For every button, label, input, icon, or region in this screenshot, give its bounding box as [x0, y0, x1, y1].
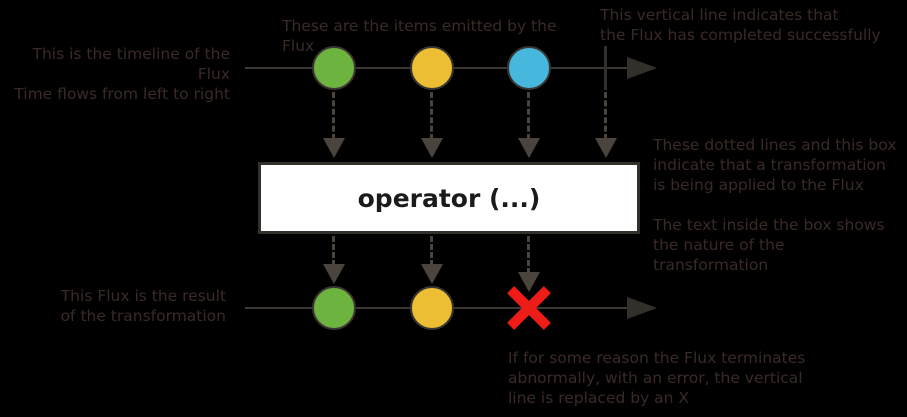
dotted-arrow-into-box-3-icon [518, 138, 540, 158]
dotted-line-into-box-completion [604, 92, 607, 140]
dotted-arrow-into-box-completion-icon [595, 138, 617, 158]
marble-yellow-result[interactable] [410, 286, 454, 330]
error-x-mark-icon[interactable] [503, 282, 555, 334]
dotted-arrow-into-box-1-icon [323, 138, 345, 158]
completion-line-marker [604, 46, 607, 90]
dotted-arrow-out-of-box-2-icon [421, 264, 443, 284]
dotted-arrow-out-of-box-3-icon [518, 272, 540, 292]
annotation-completion: This vertical line indicates that the Fl… [600, 6, 881, 44]
marble-green-source[interactable] [312, 46, 356, 90]
operator-box[interactable]: operator (...) [258, 162, 640, 234]
annotation-transformation: These dotted lines and this box indicate… [653, 136, 897, 194]
dotted-line-into-box-2 [430, 92, 433, 140]
annotation-timeline: This is the timeline of the Flux Time fl… [14, 45, 230, 103]
dotted-line-out-of-box-2 [430, 236, 433, 266]
result-timeline-arrow-icon [627, 297, 657, 319]
dotted-line-out-of-box-3 [527, 236, 530, 274]
annotation-emitted-items: These are the items emitted by the Flux [282, 17, 557, 55]
marble-yellow-source[interactable] [410, 46, 454, 90]
annotation-box-text: The text inside the box shows the nature… [653, 216, 885, 274]
dotted-arrow-into-box-2-icon [421, 138, 443, 158]
source-timeline-arrow-icon [627, 57, 657, 79]
dotted-line-into-box-1 [332, 92, 335, 140]
annotation-error: If for some reason the Flux terminates a… [508, 349, 806, 407]
dotted-line-into-box-3 [527, 92, 530, 140]
operator-label: operator (...) [357, 183, 541, 213]
annotation-result: This Flux is the result of the transform… [60, 287, 226, 325]
marble-blue-source[interactable] [507, 46, 551, 90]
dotted-arrow-out-of-box-1-icon [323, 264, 345, 284]
marble-green-result[interactable] [312, 286, 356, 330]
dotted-line-out-of-box-1 [332, 236, 335, 266]
